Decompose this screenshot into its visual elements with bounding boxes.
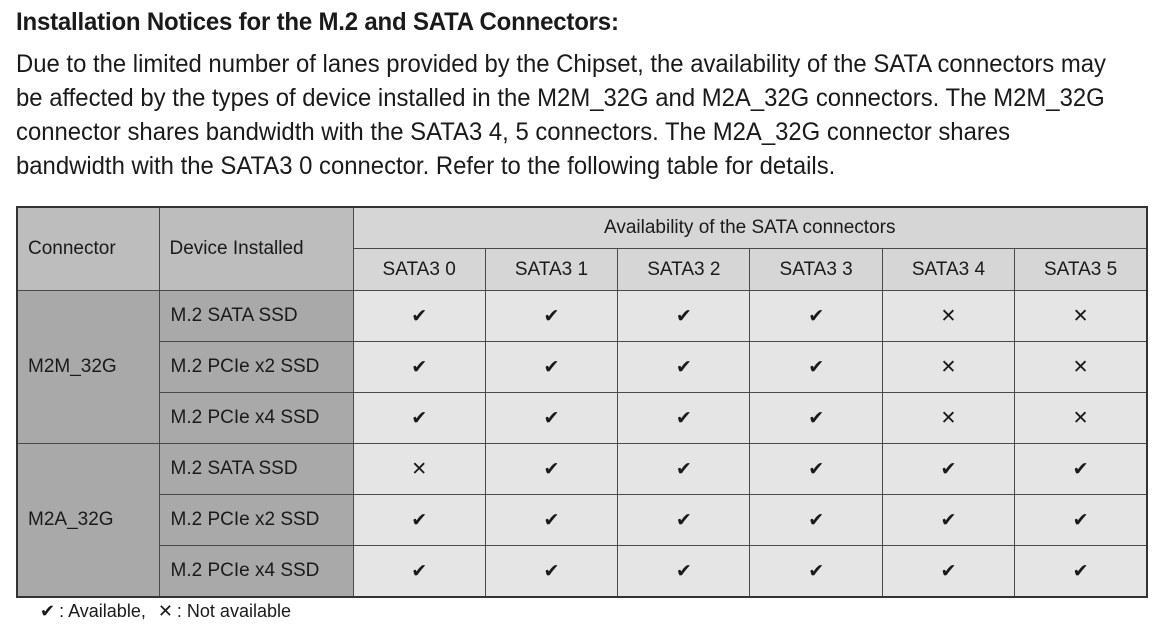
availability-mark: ✔ — [881, 494, 1016, 546]
availability-mark: ✔ — [749, 494, 883, 546]
header-connector: Connector — [16, 206, 160, 291]
availability-mark: ✕ — [1014, 290, 1148, 342]
availability-mark: ✔ — [749, 392, 883, 444]
availability-mark: ✔ — [617, 341, 751, 393]
header-sata3-1: SATA3 1 — [484, 248, 619, 291]
availability-mark: ✔ — [484, 392, 619, 444]
header-sata3-5: SATA3 5 — [1014, 248, 1148, 291]
page-heading: Installation Notices for the M.2 and SAT… — [16, 8, 619, 36]
header-sata3-2: SATA3 2 — [617, 248, 751, 291]
legend-unavailable-text: : Not available — [176, 601, 291, 621]
legend-available-text: : Available, — [59, 601, 146, 621]
device-cell: M.2 PCIe x4 SSD — [158, 545, 354, 598]
availability-mark: ✔ — [484, 290, 619, 342]
availability-mark: ✔ — [881, 443, 1016, 495]
availability-mark: ✔ — [749, 443, 883, 495]
table-row: M.2 PCIe x2 SSD ✔ ✔ ✔ ✔ ✔ ✔ — [17, 494, 1148, 546]
intro-paragraph: Due to the limited number of lanes provi… — [16, 50, 1106, 180]
availability-mark: ✕ — [881, 290, 1016, 342]
availability-mark: ✔ — [749, 341, 883, 393]
availability-mark: ✔ — [1014, 494, 1148, 546]
availability-mark: ✔ — [617, 494, 751, 546]
availability-mark: ✔ — [484, 545, 619, 598]
availability-mark: ✔ — [617, 290, 751, 342]
check-icon: ✔ — [40, 601, 56, 621]
availability-mark: ✔ — [484, 494, 619, 546]
availability-mark: ✔ — [1014, 545, 1148, 598]
availability-mark: ✔ — [749, 290, 883, 342]
availability-mark: ✕ — [881, 392, 1016, 444]
availability-mark: ✔ — [352, 545, 486, 598]
device-cell: M.2 PCIe x2 SSD — [158, 341, 354, 393]
header-sata3-0: SATA3 0 — [352, 248, 486, 291]
availability-mark: ✔ — [617, 545, 751, 598]
availability-mark: ✔ — [484, 443, 619, 495]
header-device-installed: Device Installed — [158, 206, 354, 291]
table-row: M.2 PCIe x4 SSD ✔ ✔ ✔ ✔ ✔ ✔ — [17, 545, 1148, 598]
table-row: M2A_32G M.2 SATA SSD ✕ ✔ ✔ ✔ ✔ ✔ — [16, 443, 1148, 598]
header-sata3-4: SATA3 4 — [881, 248, 1016, 291]
availability-mark: ✔ — [749, 545, 883, 598]
availability-mark: ✔ — [352, 290, 486, 342]
availability-mark: ✕ — [1014, 392, 1148, 444]
device-cell: M.2 SATA SSD — [158, 443, 354, 495]
table-row: M2M_32G M.2 SATA SSD ✔ ✔ ✔ ✔ ✕ ✕ — [16, 290, 1148, 444]
header-availability-group: Availability of the SATA connectors — [352, 206, 1148, 249]
availability-mark: ✔ — [1014, 443, 1148, 495]
connector-cell: M2A_32G — [16, 443, 160, 598]
availability-mark: ✕ — [881, 341, 1016, 393]
availability-mark: ✔ — [617, 443, 751, 495]
availability-mark: ✕ — [1014, 341, 1148, 393]
table-row: M.2 PCIe x2 SSD ✔ ✔ ✔ ✔ ✕ ✕ — [17, 341, 1148, 393]
legend: ✔ : Available, ✕ : Not available — [40, 601, 291, 622]
availability-mark: ✕ — [352, 443, 486, 495]
sata-availability-table: Connector Device Installed Availability … — [16, 206, 1148, 598]
table-row: M.2 PCIe x4 SSD ✔ ✔ ✔ ✔ ✕ ✕ — [17, 392, 1148, 444]
availability-mark: ✔ — [352, 341, 486, 393]
availability-mark: ✔ — [881, 545, 1016, 598]
header-sata3-3: SATA3 3 — [749, 248, 883, 291]
availability-mark: ✔ — [352, 494, 486, 546]
device-cell: M.2 PCIe x4 SSD — [158, 392, 354, 444]
availability-mark: ✔ — [352, 392, 486, 444]
availability-mark: ✔ — [484, 341, 619, 393]
device-cell: M.2 PCIe x2 SSD — [158, 494, 354, 546]
availability-mark: ✔ — [617, 392, 751, 444]
device-cell: M.2 SATA SSD — [158, 290, 354, 342]
cross-icon: ✕ — [157, 601, 173, 621]
connector-cell: M2M_32G — [16, 290, 160, 444]
